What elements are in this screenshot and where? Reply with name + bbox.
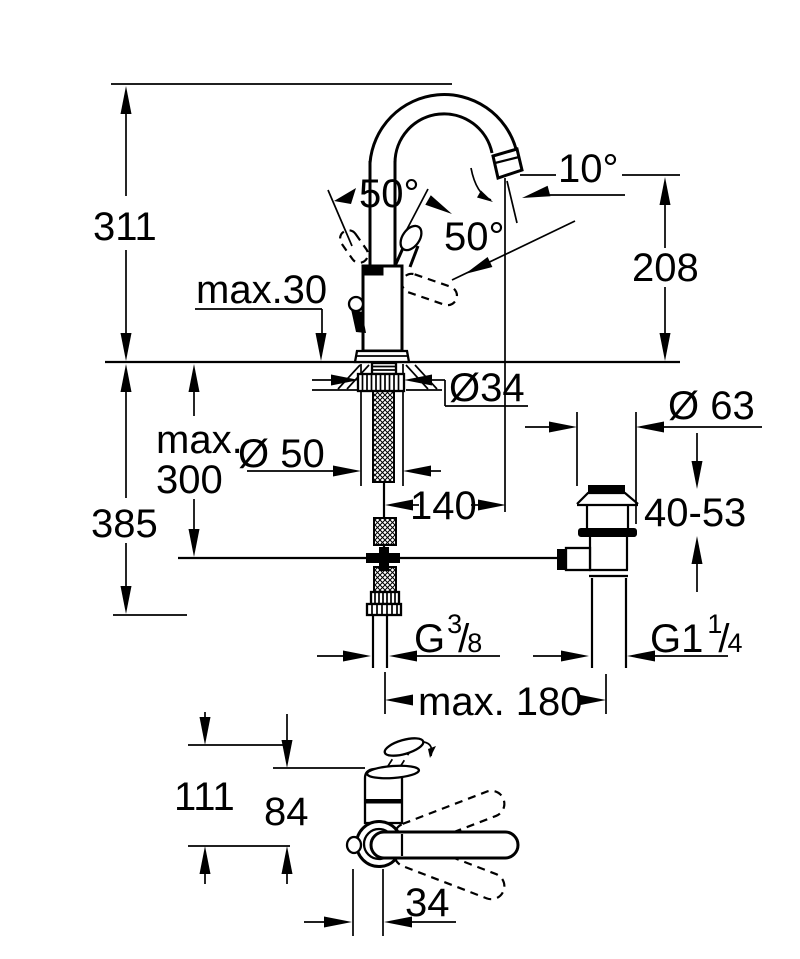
rod-port <box>564 546 592 572</box>
front-lever-raised <box>383 737 425 757</box>
dim-deck-thickness: max.30 <box>196 268 327 312</box>
front-handle <box>369 830 520 860</box>
dim-handle-tip-height: 111 <box>174 775 235 819</box>
dim-base-diameter: Ø 50 <box>238 432 325 476</box>
dim-hose-max-line1: max. <box>156 418 243 462</box>
dim-spout-outlet-height: 208 <box>632 246 699 290</box>
dim-below-deck-depth: 385 <box>91 502 158 546</box>
dim-body-height: 84 <box>264 790 309 834</box>
popup-waste-assembly <box>557 485 639 668</box>
front-side-knob <box>345 835 363 855</box>
dim-handle-swing-right: 50° <box>444 215 505 259</box>
dimension-arrowheads <box>120 86 703 928</box>
dim-waste-flange-diameter: Ø 63 <box>668 384 755 428</box>
handle-dashed-left <box>338 229 370 264</box>
handle-lever <box>399 224 423 252</box>
spout-outlet <box>491 147 524 180</box>
dim-handle-swing-left: 50° <box>359 172 420 216</box>
faucet-body <box>361 264 404 353</box>
hose-nut <box>365 602 403 617</box>
spout-inner-arc <box>393 112 494 164</box>
supply-hose-middle <box>373 517 397 546</box>
dim-faucet-to-waste: max. 180 <box>418 680 583 724</box>
handle-dashed-right <box>400 272 459 307</box>
dim-spout-reach: 140 <box>410 484 477 528</box>
dim-total-height: 311 <box>93 205 157 249</box>
front-lever-paddle <box>365 764 421 780</box>
waste-flange <box>578 528 637 537</box>
spout-outer-arc <box>368 93 518 164</box>
dim-hose-max-line2: 300 <box>156 458 223 502</box>
dim-shank-diameter: Ø34 <box>449 366 525 410</box>
dim-handle-offset: 34 <box>405 881 450 925</box>
dim-outlet-angle: 10° <box>558 147 619 191</box>
waste-plug <box>588 485 625 493</box>
faucet-side-view <box>338 93 524 668</box>
faucet-front-view <box>345 737 520 901</box>
popup-rod-knob <box>347 295 365 313</box>
dim-basin-clamp-range: 40-53 <box>644 491 746 535</box>
dimension-labels: 311 max.30 50° 50° 10° 208 Ø34 Ø 50 max.… <box>91 147 755 925</box>
supply-hose-lower <box>373 566 397 593</box>
supply-hose-upper <box>372 390 395 483</box>
threaded-shank <box>370 361 398 376</box>
dim-supply-thread: G3/8 <box>414 609 482 661</box>
